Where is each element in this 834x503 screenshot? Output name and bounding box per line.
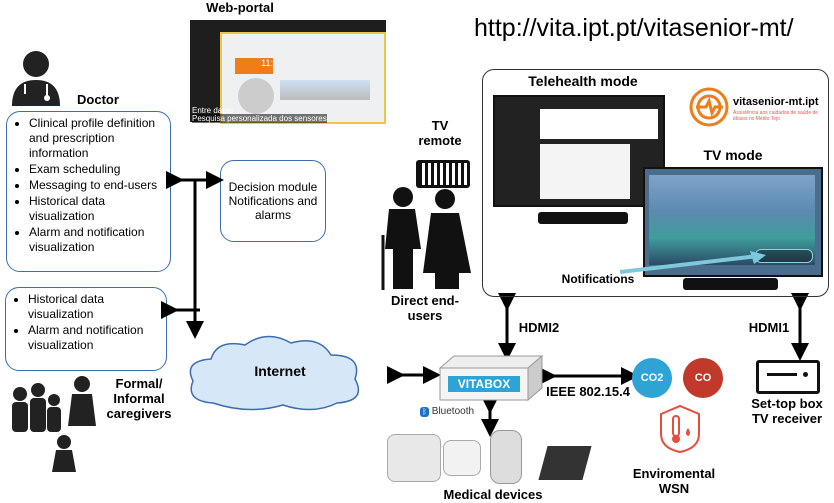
internet-cloud	[189, 335, 360, 411]
web-portal-screenshot: 11: Entre datas Pesquisa personalizada d…	[190, 20, 386, 124]
logo-subtitle: Assistência aos cuidados de saúde de ido…	[733, 110, 819, 122]
hdmi1-label: HDMI1	[748, 320, 790, 335]
doctor-item: Historical data visualization	[29, 194, 170, 224]
co-sensor: CO	[683, 358, 723, 398]
thermometer-device	[490, 430, 522, 484]
co-label: CO	[694, 372, 712, 384]
doctor-item: Exam scheduling	[29, 162, 170, 177]
hdmi2-label: HDMI2	[518, 320, 560, 335]
set-top-box-icon	[756, 360, 820, 394]
blood-pressure-monitor	[387, 434, 441, 482]
caregivers-functions-box: Historical data visualization Alarm and …	[5, 287, 167, 371]
caregivers-label: Formal/ Informal caregivers	[106, 376, 172, 421]
bluetooth-text: Bluetooth	[431, 406, 475, 417]
oximeter	[443, 440, 481, 476]
decision-module-text: Decision module Notifications and alarms	[228, 180, 318, 222]
caption-2: Pesquisa personalizada dos sensores	[192, 114, 327, 123]
vitabox-device	[438, 354, 544, 402]
vitasenior-logo-icon	[689, 87, 729, 127]
notifications-label: Notifications	[561, 272, 635, 286]
caregiver-item: Historical data visualization	[28, 292, 166, 322]
web-portal-label: Web-portal	[206, 0, 274, 15]
telehealth-stand	[538, 212, 628, 224]
medical-devices-image	[385, 428, 600, 486]
caregiver-item: Alarm and notification visualization	[28, 323, 166, 353]
decision-module-box: Decision module Notifications and alarms	[220, 160, 326, 242]
tv-remote-label: TV remote	[418, 118, 462, 148]
tv-stand	[683, 278, 778, 290]
wsn-label: Enviromental WSN	[632, 466, 716, 496]
end-users-label: Direct end-users	[391, 293, 459, 323]
telehealth-label: Telehealth mode	[528, 73, 638, 89]
vitabox-label: VITABOX	[457, 377, 511, 391]
caption-1: Entre datas	[192, 106, 233, 115]
medical-devices-label: Medical devices	[443, 487, 543, 502]
bluetooth-label: ᛒ Bluetooth	[420, 406, 474, 417]
doctor-item: Clinical profile definition and prescrip…	[29, 116, 170, 161]
doctor-item: Messaging to end-users	[29, 178, 170, 193]
elderly-couple-icon	[381, 187, 471, 290]
tv-mode-label: TV mode	[703, 147, 763, 163]
notifications-arrow	[619, 251, 766, 274]
url-text: http://vita.ipt.pt/vitasenior-mt/	[474, 14, 794, 42]
temperature-humidity-icon	[660, 404, 700, 454]
telehealth-screen	[493, 95, 665, 207]
doctor-label: Doctor	[77, 92, 119, 107]
tv-remote-icon	[416, 160, 470, 188]
internet-label: Internet	[254, 363, 306, 379]
clock-header: 11:	[235, 58, 273, 74]
doctor-functions-box: Clinical profile definition and prescrip…	[6, 111, 171, 272]
ieee-label: IEEE 802.15.4	[546, 384, 630, 399]
scale-device	[538, 446, 592, 480]
tv-modes-panel: Telehealth mode vitasenior-mt.ipt Assist…	[482, 69, 829, 297]
bluetooth-icon: ᛒ	[420, 407, 429, 417]
logo-name: vitasenior-mt.ipt	[733, 96, 819, 108]
co2-label: CO2	[640, 372, 664, 384]
caregivers-icon	[12, 376, 96, 472]
co2-sensor: CO2	[632, 358, 672, 398]
doctor-item: Alarm and notification visualization	[29, 225, 170, 255]
set-top-box-label: Set-top box TV receiver	[751, 396, 823, 426]
doctor-icon	[12, 51, 60, 106]
